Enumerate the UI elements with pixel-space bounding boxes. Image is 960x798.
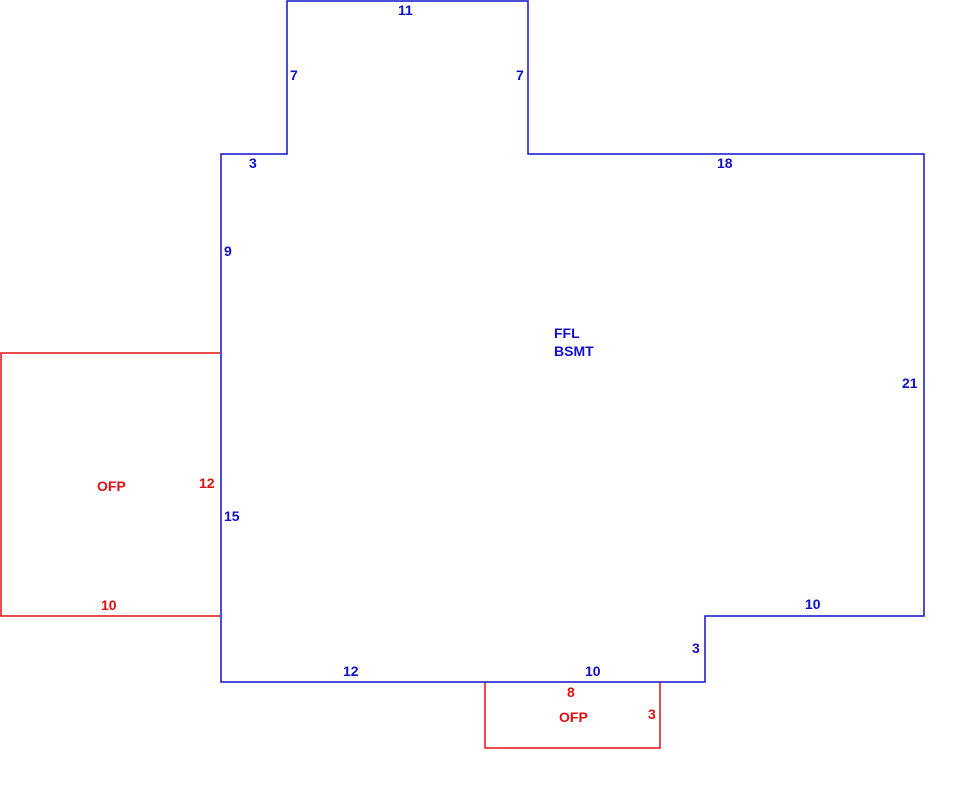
dimension-bottom-left: 12 (343, 663, 359, 679)
dimension-bottom-porch-height: 3 (648, 706, 656, 722)
dimension-upper-right-top: 18 (717, 155, 733, 171)
left-porch-label: OFP (97, 478, 126, 494)
dimension-right-side: 21 (902, 375, 918, 391)
dimension-left-porch-height: 12 (199, 475, 215, 491)
dimension-left-porch-width: 10 (101, 597, 117, 613)
main-area-label-bsmt: BSMT (554, 343, 594, 359)
dimension-top-bump-right: 7 (516, 67, 524, 83)
dimension-top-bump-top: 11 (398, 2, 413, 18)
dimension-bottom-middle: 10 (585, 663, 601, 679)
dimension-lower-step: 3 (692, 640, 700, 656)
dimension-upper-left-step: 3 (249, 155, 257, 171)
bottom-porch-outline (484, 682, 661, 749)
main-area-outline (220, 0, 925, 683)
dimension-top-bump-left: 7 (290, 67, 298, 83)
dimension-left-upper: 9 (224, 243, 232, 259)
left-porch-outline (0, 352, 220, 617)
dimension-bottom-porch-width: 8 (567, 684, 575, 700)
bottom-porch-label: OFP (559, 709, 588, 725)
dimension-lower-right-top: 10 (805, 596, 821, 612)
main-area-label-ffl: FFL (554, 325, 580, 341)
dimension-left-lower: 15 (224, 508, 240, 524)
